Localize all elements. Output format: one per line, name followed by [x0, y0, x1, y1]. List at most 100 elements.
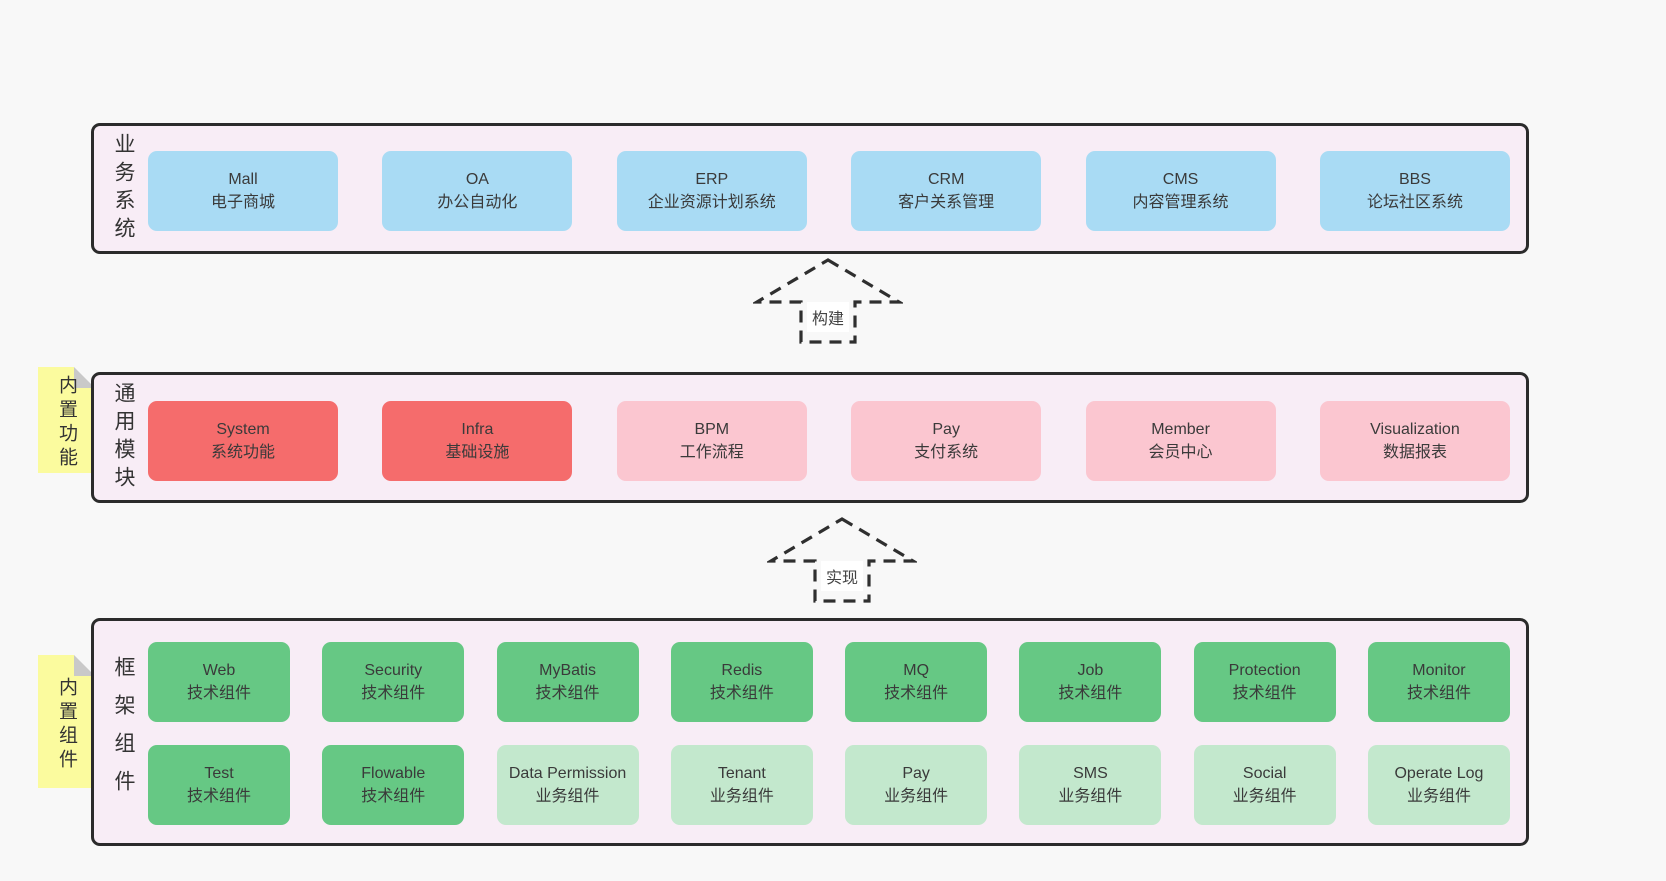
box-security: Security 技术组件 [322, 642, 465, 722]
box-pay-module: Pay 支付系统 [851, 401, 1042, 481]
box-pay-component: Pay 业务组件 [845, 745, 988, 825]
box-tenant: Tenant 业务组件 [670, 745, 813, 825]
box-mq: MQ 技术组件 [845, 642, 988, 722]
box-infra: Infra 基础设施 [382, 401, 573, 481]
box-name: Job [1077, 662, 1104, 679]
box-cms: CMS 内容管理系统 [1085, 151, 1276, 231]
box-desc: 技术组件 [1232, 685, 1297, 702]
box-member: Member 会员中心 [1085, 401, 1276, 481]
box-visualization: Visualization 数据报表 [1319, 401, 1510, 481]
box-name: MQ [903, 662, 930, 679]
box-name: ERP [695, 171, 729, 188]
box-name: Visualization [1370, 421, 1460, 438]
box-desc: 技术组件 [186, 788, 251, 805]
box-name: Operate Log [1394, 765, 1484, 782]
box-desc: 技术组件 [535, 685, 600, 702]
common-modules-row: System 系统功能 Infra 基础设施 BPM 工作流程 Pay 支付系统… [148, 401, 1510, 481]
box-desc: 工作流程 [679, 444, 744, 461]
box-desc: 业务组件 [1232, 788, 1297, 805]
box-desc: 技术组件 [361, 685, 426, 702]
box-desc: 支付系统 [914, 444, 979, 461]
box-name: Test [204, 765, 234, 782]
box-name: Tenant [717, 765, 766, 782]
sticky-note-label: 内置组件 [56, 677, 77, 774]
framework-components-row1: Web 技术组件 Security 技术组件 MyBatis 技术组件 Redi… [148, 642, 1510, 722]
box-desc: 电子商城 [210, 194, 275, 211]
box-name: BBS [1398, 171, 1431, 188]
box-name: Pay [902, 765, 930, 782]
dashed-up-arrow-icon [751, 258, 905, 344]
box-name: CMS [1162, 171, 1199, 188]
box-name: Monitor [1412, 662, 1466, 679]
framework-components-row2: Test 技术组件 Flowable 技术组件 Data Permission … [148, 745, 1510, 825]
box-desc: 业务组件 [535, 788, 600, 805]
box-sms: SMS 业务组件 [1019, 745, 1162, 825]
box-name: Pay [932, 421, 960, 438]
box-desc: 技术组件 [1058, 685, 1123, 702]
arrow-implement: 实现 [765, 515, 919, 605]
box-desc: 客户关系管理 [898, 194, 995, 211]
box-desc: 技术组件 [361, 788, 426, 805]
box-desc: 业务组件 [884, 788, 949, 805]
box-desc: 办公自动化 [437, 194, 518, 211]
box-bpm: BPM 工作流程 [616, 401, 807, 481]
business-systems-container: 业务系统 Mall 电子商城 OA 办公自动化 ERP 企业资源计划系统 CRM… [91, 123, 1529, 254]
box-system: System 系统功能 [148, 401, 338, 481]
framework-components-container: 框架组件 Web 技术组件 Security 技术组件 MyBatis 技术组件… [91, 618, 1529, 846]
box-name: Web [202, 662, 236, 679]
box-desc: 内容管理系统 [1132, 194, 1229, 211]
business-systems-row: Mall 电子商城 OA 办公自动化 ERP 企业资源计划系统 CRM 客户关系… [148, 151, 1510, 231]
box-desc: 基础设施 [445, 444, 510, 461]
box-desc: 技术组件 [186, 685, 251, 702]
box-name: Member [1151, 421, 1210, 438]
sticky-note-built-in-features: 内置功能 [38, 367, 95, 473]
box-desc: 业务组件 [709, 788, 774, 805]
box-name: Data Permission [508, 765, 627, 782]
box-operate-log: Operate Log 业务组件 [1367, 745, 1510, 825]
sticky-note-label: 内置功能 [56, 375, 77, 472]
box-social: Social 业务组件 [1193, 745, 1336, 825]
box-name: OA [465, 171, 489, 188]
box-desc: 论坛社区系统 [1366, 194, 1463, 211]
box-protection: Protection 技术组件 [1193, 642, 1336, 722]
box-test: Test 技术组件 [148, 745, 290, 825]
box-name: Mall [228, 171, 258, 188]
sticky-note-built-in-components: 内置组件 [38, 655, 95, 788]
box-flowable: Flowable 技术组件 [322, 745, 465, 825]
box-name: MyBatis [539, 662, 597, 679]
common-modules-container: 通用模块 System 系统功能 Infra 基础设施 BPM 工作流程 Pay… [91, 372, 1529, 503]
box-desc: 数据报表 [1382, 444, 1447, 461]
box-desc: 技术组件 [709, 685, 774, 702]
box-web: Web 技术组件 [148, 642, 290, 722]
box-desc: 企业资源计划系统 [647, 194, 776, 211]
box-erp: ERP 企业资源计划系统 [616, 151, 807, 231]
box-name: SMS [1073, 765, 1108, 782]
box-desc: 业务组件 [1058, 788, 1123, 805]
box-name: Flowable [361, 765, 426, 782]
box-monitor: Monitor 技术组件 [1367, 642, 1510, 722]
box-redis: Redis 技术组件 [670, 642, 813, 722]
box-name: Infra [461, 421, 494, 438]
box-job: Job 技术组件 [1019, 642, 1162, 722]
box-name: System [216, 421, 270, 438]
common-modules-label: 通用模块 [112, 381, 135, 494]
box-crm: CRM 客户关系管理 [851, 151, 1042, 231]
box-desc: 技术组件 [1406, 685, 1471, 702]
framework-components-label: 框架组件 [112, 656, 135, 808]
box-desc: 技术组件 [884, 685, 949, 702]
box-name: Social [1242, 765, 1287, 782]
box-name: Redis [721, 662, 763, 679]
box-name: BPM [694, 421, 730, 438]
arrow-build-label: 构建 [806, 302, 850, 332]
box-data-permission: Data Permission 业务组件 [496, 745, 639, 825]
box-name: CRM [927, 171, 965, 188]
arrow-build: 构建 [751, 256, 905, 346]
business-systems-label: 业务系统 [112, 132, 135, 245]
box-mybatis: MyBatis 技术组件 [496, 642, 639, 722]
dashed-up-arrow-icon [765, 517, 919, 603]
arrow-implement-label: 实现 [820, 561, 864, 591]
box-desc: 会员中心 [1148, 444, 1213, 461]
box-desc: 业务组件 [1406, 788, 1471, 805]
box-mall: Mall 电子商城 [148, 151, 338, 231]
